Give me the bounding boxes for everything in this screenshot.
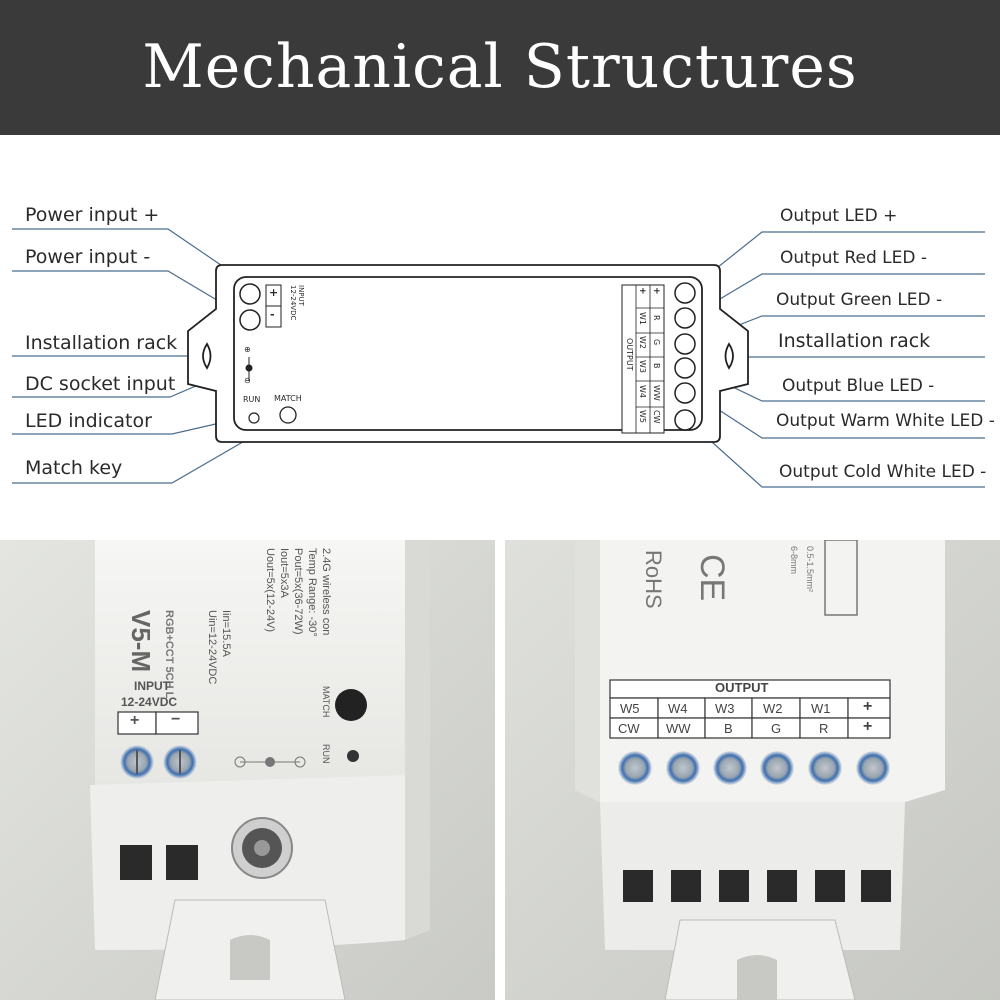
structure-diagram: Power input + Power input - Installation…	[0, 135, 1000, 540]
photo-input-side: V5-M RGB+CCT 5CH L Uin=12-24VDC Iin=15.5…	[0, 540, 495, 1000]
rohs-mark: RoHS	[641, 550, 666, 609]
photo-out-ww: WW	[666, 721, 691, 736]
output-terminal-red	[674, 307, 696, 329]
photo-out-w3: W3	[715, 701, 735, 716]
callout-output-blue-led: Output Blue LED -	[782, 376, 935, 396]
photo-uin: Uin=12-24VDC	[206, 610, 218, 685]
led-indicator	[248, 412, 260, 424]
device-outline-drawing	[12, 228, 985, 488]
photo-match-label: MATCH	[321, 686, 331, 718]
diagram-output-label: OUTPUT	[625, 338, 634, 371]
photo-wireless: 2.4G wireless con	[320, 548, 332, 636]
input-wire-slot-2	[166, 845, 198, 880]
photo-out-cw: CW	[618, 721, 640, 736]
diagram-out-b: B	[652, 363, 661, 369]
diagram-out-w5: W5	[638, 410, 647, 423]
page-title: Mechanical Structures	[142, 32, 858, 102]
output-terminal-plus	[674, 282, 696, 304]
diagram-out-r: R	[652, 315, 661, 321]
diagram-input-label: INPUT	[297, 285, 305, 306]
diagram-input-plus: +	[269, 286, 279, 299]
photo-out-plus-2: +	[863, 718, 873, 735]
callout-output-red-led: Output Red LED -	[780, 248, 927, 268]
output-terminal-table	[621, 284, 665, 434]
callout-power-input-minus: Power input -	[25, 246, 151, 268]
input-terminal-plus	[239, 283, 261, 305]
photo-out-w5: W5	[620, 701, 640, 716]
diagram-out-r1-plus: +	[637, 287, 647, 295]
device-body	[187, 264, 749, 443]
photo-out-b: B	[724, 721, 733, 736]
photo-out-g: G	[771, 721, 782, 736]
ce-mark: CE	[693, 554, 731, 602]
case-front-right	[600, 802, 905, 950]
diagram-out-cw: CW	[652, 410, 661, 424]
diagram-out-w4: W4	[638, 385, 647, 398]
photo-run-label: RUN	[321, 744, 331, 764]
input-terminals	[239, 283, 282, 331]
output-terminal-warm-white	[674, 382, 696, 404]
match-key-button[interactable]	[335, 689, 367, 721]
photo-input-label: INPUT	[134, 679, 170, 693]
output-terminal-cold-white	[674, 409, 696, 431]
photo-input-minus: −	[171, 711, 181, 728]
diagram-match-label: MATCH	[274, 394, 302, 403]
diagram-out-w1: W1	[638, 312, 647, 325]
diagram-dc-plus: ⊕	[244, 345, 251, 354]
output-screws	[618, 751, 890, 785]
callout-output-led-plus: Output LED +	[780, 206, 898, 226]
photo-out-w1: W1	[811, 701, 831, 716]
output-terminal-blue	[674, 357, 696, 379]
strip-length-label: 6-8mm	[789, 546, 799, 575]
diagram-input-voltage: 12-24VDC	[289, 285, 297, 321]
photo-model-label: V5-M	[126, 610, 156, 673]
callout-match-key: Match key	[25, 457, 123, 479]
output-terminals	[674, 282, 696, 431]
photo-pout: Pout=5x(36-72W)	[292, 548, 304, 635]
header-banner: Mechanical Structures	[0, 0, 1000, 135]
dc-socket-symbol	[245, 357, 253, 381]
photo-uout: Uout=5x(12-24V)	[264, 548, 276, 633]
output-terminal-green	[674, 333, 696, 355]
callout-installation-rack-left: Installation rack	[25, 332, 178, 354]
diagram-out-r2-plus: +	[651, 287, 661, 295]
callout-dc-socket-input: DC socket input	[25, 373, 176, 395]
photo-out-w4: W4	[668, 701, 688, 716]
input-terminal-minus	[239, 309, 261, 331]
output-wire-slots	[623, 870, 891, 902]
photo-input-voltage: 12-24VDC	[121, 695, 178, 709]
diagram-out-ww: WW	[652, 385, 661, 401]
photo-input-plus: +	[130, 712, 140, 729]
photo-output-side-drawing	[505, 540, 1000, 1000]
match-key[interactable]	[279, 406, 297, 424]
run-led	[347, 750, 359, 762]
callout-installation-rack-right: Installation rack	[778, 330, 931, 352]
photo-output-label: OUTPUT	[715, 680, 769, 695]
callout-led-indicator: LED indicator	[25, 410, 152, 432]
callout-power-input-plus: Power input +	[25, 204, 160, 226]
diagram-input-minus: -	[270, 308, 275, 321]
photo-temp: Temp Range: -30°	[306, 548, 318, 637]
diagram-out-g: G	[652, 339, 661, 346]
photo-iout: Iout=5x3A	[278, 548, 290, 598]
photo-iin: Iin=15.5A	[220, 610, 232, 657]
wire-gauge-label: 0.5-1.5mm²	[805, 546, 815, 593]
photo-gap	[495, 540, 505, 1000]
callout-output-warm-white-led: Output Warm White LED -	[776, 411, 995, 431]
input-wire-slot-1	[120, 845, 152, 880]
diagram-out-w3: W3	[638, 360, 647, 373]
callout-output-green-led: Output Green LED -	[776, 290, 943, 310]
photo-out-w2: W2	[763, 701, 783, 716]
photo-input-side-drawing	[0, 540, 495, 1000]
photo-output-side: OUTPUT W5 W4 W3 W2 W1 + CW WW B G R + Ro…	[505, 540, 1000, 1000]
photo-out-r: R	[819, 721, 829, 736]
photo-out-plus-1: +	[863, 698, 873, 715]
diagram-run-label: RUN	[243, 395, 261, 404]
diagram-out-w2: W2	[638, 336, 647, 349]
callout-output-cold-white-led: Output Cold White LED -	[779, 462, 987, 482]
diagram-dc-minus: ⊖	[244, 376, 251, 385]
